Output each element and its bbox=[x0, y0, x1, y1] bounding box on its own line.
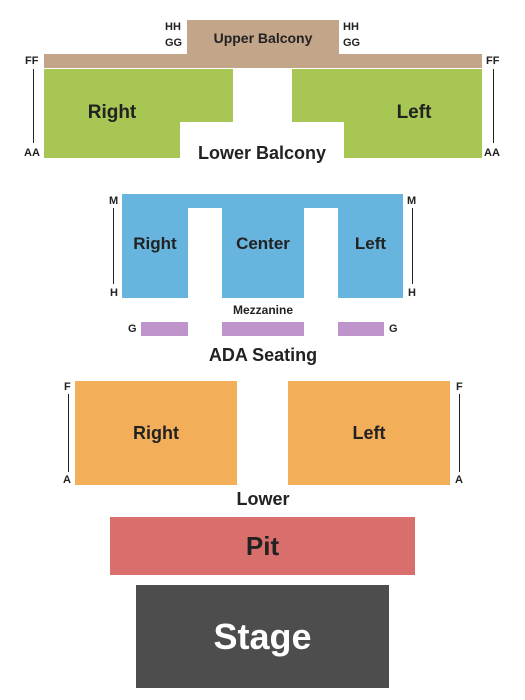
lower-balcony-left-label: Left bbox=[396, 102, 432, 123]
row-label-m-right: M bbox=[407, 195, 417, 207]
row-range-line-right bbox=[493, 69, 494, 143]
row-label-aa-left: AA bbox=[24, 147, 40, 159]
lower-balcony-label: Lower Balcony bbox=[197, 143, 327, 163]
lower-right-label: Right bbox=[133, 422, 179, 443]
row-label-ff-right: FF bbox=[486, 55, 500, 67]
lower-right-section[interactable]: Right bbox=[75, 381, 237, 485]
lower-left-label: Left bbox=[352, 422, 386, 443]
upper-balcony-label: Upper Balcony bbox=[213, 30, 313, 46]
stage: Stage bbox=[136, 585, 389, 688]
row-label-a-left: A bbox=[63, 474, 71, 486]
ada-seating-label: ADA Seating bbox=[208, 345, 318, 365]
row-label-ff-left: FF bbox=[25, 55, 39, 67]
upper-balcony-section[interactable]: Upper Balcony bbox=[187, 20, 339, 56]
row-label-f-left: F bbox=[64, 381, 71, 393]
mezzanine-top-strip[interactable] bbox=[122, 194, 403, 208]
mezzanine-center-label: Center bbox=[236, 234, 290, 253]
mezz-row-line-right bbox=[412, 208, 413, 284]
mezzanine-right-section[interactable]: Right bbox=[122, 194, 188, 298]
row-label-gg-right: GG bbox=[343, 37, 361, 49]
row-label-h-right: H bbox=[408, 287, 416, 299]
row-label-a-right: A bbox=[455, 474, 463, 486]
row-label-gg-left: GG bbox=[165, 37, 183, 49]
row-label-hh-right: HH bbox=[343, 21, 359, 33]
lower-row-line-left bbox=[68, 394, 69, 472]
lower-label: Lower bbox=[236, 489, 290, 509]
row-label-aa-right: AA bbox=[484, 147, 500, 159]
mezzanine-left-section[interactable]: Left bbox=[338, 194, 403, 298]
mezzanine-center-section[interactable]: Center bbox=[222, 208, 304, 298]
row-label-hh-left: HH bbox=[165, 21, 181, 33]
pit-label: Pit bbox=[245, 530, 280, 561]
ada-seating-right[interactable] bbox=[141, 322, 188, 336]
lower-balcony-right-label: Right bbox=[87, 102, 137, 123]
lower-balcony-right-notch-fill bbox=[180, 122, 233, 158]
row-label-f-right: F bbox=[456, 381, 463, 393]
row-label-m-left: M bbox=[109, 195, 119, 207]
upper-balcony-strip[interactable] bbox=[44, 54, 482, 68]
row-label-h-left: H bbox=[110, 287, 118, 299]
ada-seating-center[interactable] bbox=[222, 322, 304, 336]
mezzanine-right-label: Right bbox=[133, 234, 177, 253]
mezzanine-left-label: Left bbox=[354, 234, 387, 253]
ada-seating-left[interactable] bbox=[338, 322, 384, 336]
pit-section[interactable]: Pit bbox=[110, 517, 415, 575]
lower-balcony-left-notch-fill bbox=[292, 122, 344, 158]
lower-row-line-right bbox=[459, 394, 460, 472]
mezzanine-label: Mezzanine bbox=[232, 303, 293, 317]
row-label-g-left: G bbox=[128, 323, 137, 335]
row-label-g-right: G bbox=[389, 323, 398, 335]
mezz-row-line-left bbox=[113, 208, 114, 284]
stage-label: Stage bbox=[213, 615, 312, 657]
lower-left-section[interactable]: Left bbox=[288, 381, 450, 485]
row-range-line-left bbox=[33, 69, 34, 143]
